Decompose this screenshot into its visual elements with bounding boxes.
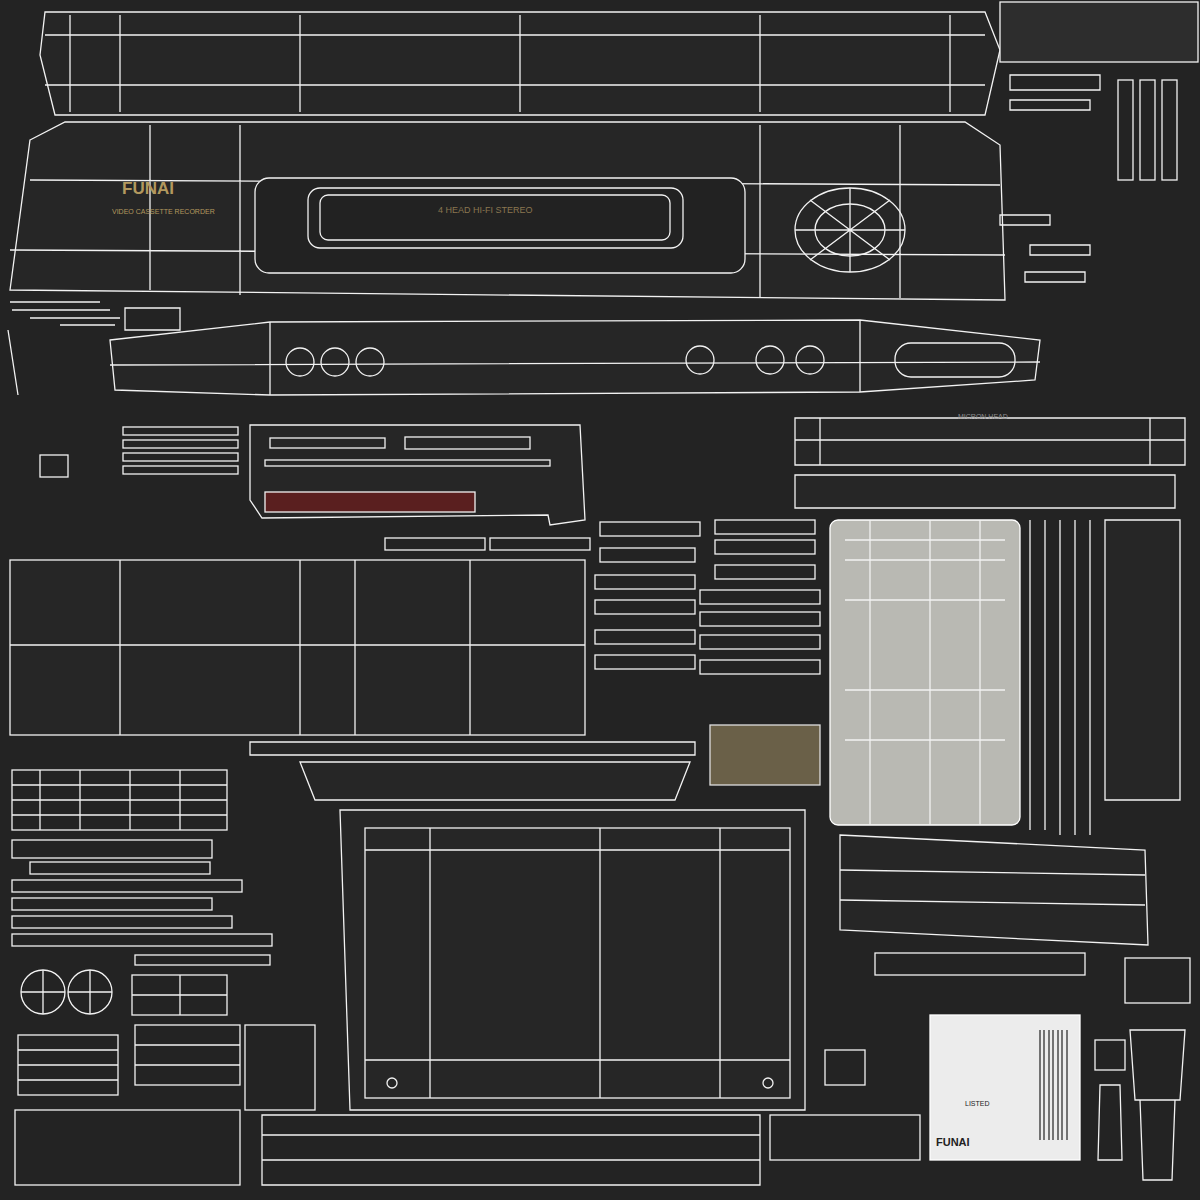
head-caption: MICRON HEAD <box>958 413 1008 421</box>
brand-logo: FUNAI <box>122 180 174 199</box>
label-brand: FUNAI <box>936 1136 970 1148</box>
listed-mark: LISTED <box>965 1100 990 1108</box>
product-caption: VIDEO CASSETTE RECORDER <box>112 208 215 216</box>
feature-caption: 4 HEAD HI-FI STEREO <box>438 206 533 216</box>
